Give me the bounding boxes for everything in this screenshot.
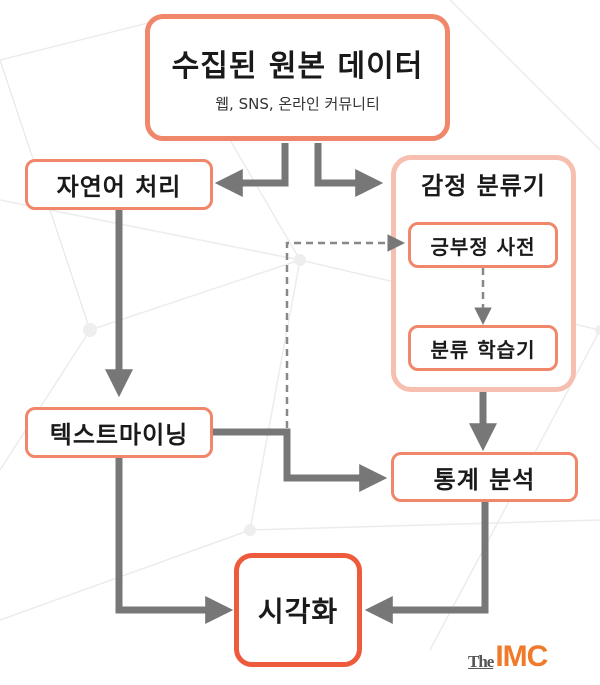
- the-imc-logo: The IMC: [468, 636, 578, 672]
- nlp-label: 자연어 처리: [56, 173, 182, 201]
- source-data-subtitle: 웹, SNS, 온라인 커뮤니티: [215, 95, 380, 113]
- source-data-node: 수집된 원본 데이터 웹, SNS, 온라인 커뮤니티: [145, 14, 450, 141]
- visualization-label: 시각화: [257, 595, 339, 628]
- nlp-node: 자연어 처리: [25, 159, 213, 210]
- classifier-label: 분류 학습기: [430, 337, 536, 362]
- lexicon-node: 긍부정 사전: [408, 222, 558, 268]
- sentiment-classifier-title: 감정 분류기: [421, 172, 546, 200]
- textmining-label: 텍스트마이닝: [49, 421, 189, 449]
- textmining-node: 텍스트마이닝: [25, 407, 213, 458]
- stats-label: 통계 분석: [433, 465, 536, 494]
- visualization-node: 시각화: [234, 553, 362, 667]
- source-data-title: 수집된 원본 데이터: [171, 49, 424, 84]
- stats-node: 통계 분석: [391, 452, 578, 502]
- logo-prefix: The: [468, 652, 494, 671]
- logo-name: IMC: [495, 640, 548, 673]
- classifier-node: 분류 학습기: [408, 325, 558, 371]
- lexicon-label: 긍부정 사전: [430, 234, 536, 259]
